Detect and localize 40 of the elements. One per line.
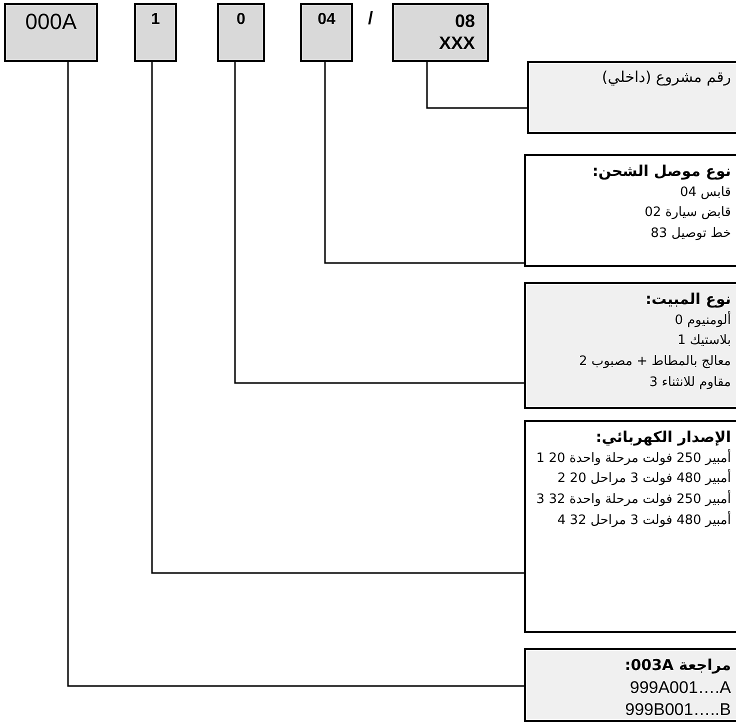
leader-line (234, 62, 524, 384)
legend-box (524, 282, 736, 409)
code-box (4, 3, 98, 62)
legend-box (524, 154, 736, 267)
leader-line (151, 62, 524, 574)
leader-line (426, 62, 527, 109)
description-text: رقم مشروع (داخلي) (600, 67, 731, 88)
code-text: 04 (316, 11, 336, 29)
heading-text: نوع المبيت: (644, 289, 731, 310)
option-text: 83 خط توصيل (650, 225, 731, 244)
option-text: 0 ألومنيوم (674, 310, 731, 330)
option-text: 04 قابس (678, 184, 731, 202)
code-text: 08 (454, 11, 476, 33)
code-text: XXX (438, 32, 476, 54)
option-text: 4 32 أمبير 480 فولت 3 مراحل (556, 510, 731, 530)
legend-box (524, 648, 736, 722)
code-text: 999A001….A (628, 676, 731, 698)
code-box (392, 3, 489, 62)
option-text: 1 بلاستيك (676, 332, 731, 350)
separator-text: / (368, 8, 374, 29)
option-text: 3 32 أمبير 250 فولت مرحلة واحدة (535, 490, 731, 510)
heading-text: الإصدار الكهربائي: (594, 427, 731, 448)
leader-line (67, 62, 524, 687)
option-text: 02 قابض سيارة (644, 204, 731, 222)
option-text: 1 20 أمبير 250 فولت مرحلة واحدة (535, 448, 731, 468)
heading-text: مراجعة 003A: (624, 655, 731, 676)
heading-text: نوع موصل الشحن: (591, 161, 731, 182)
legend-box (527, 61, 736, 134)
option-text: 2 معالج بالمطاط + مصبوب (578, 353, 731, 372)
leader-line (324, 62, 524, 264)
code-text: 000A (24, 9, 78, 35)
code-box (217, 3, 265, 62)
code-text: 0 (236, 11, 246, 29)
option-text: 2 20 أمبير 480 فولت 3 مراحل (556, 469, 731, 488)
code-box (134, 3, 177, 62)
code-text: 1 (150, 11, 161, 29)
option-text: 3 مقاوم للانثناء (648, 374, 731, 392)
code-box (300, 3, 353, 62)
legend-box (524, 420, 736, 633)
code-text: 999B001…..B (624, 698, 731, 721)
